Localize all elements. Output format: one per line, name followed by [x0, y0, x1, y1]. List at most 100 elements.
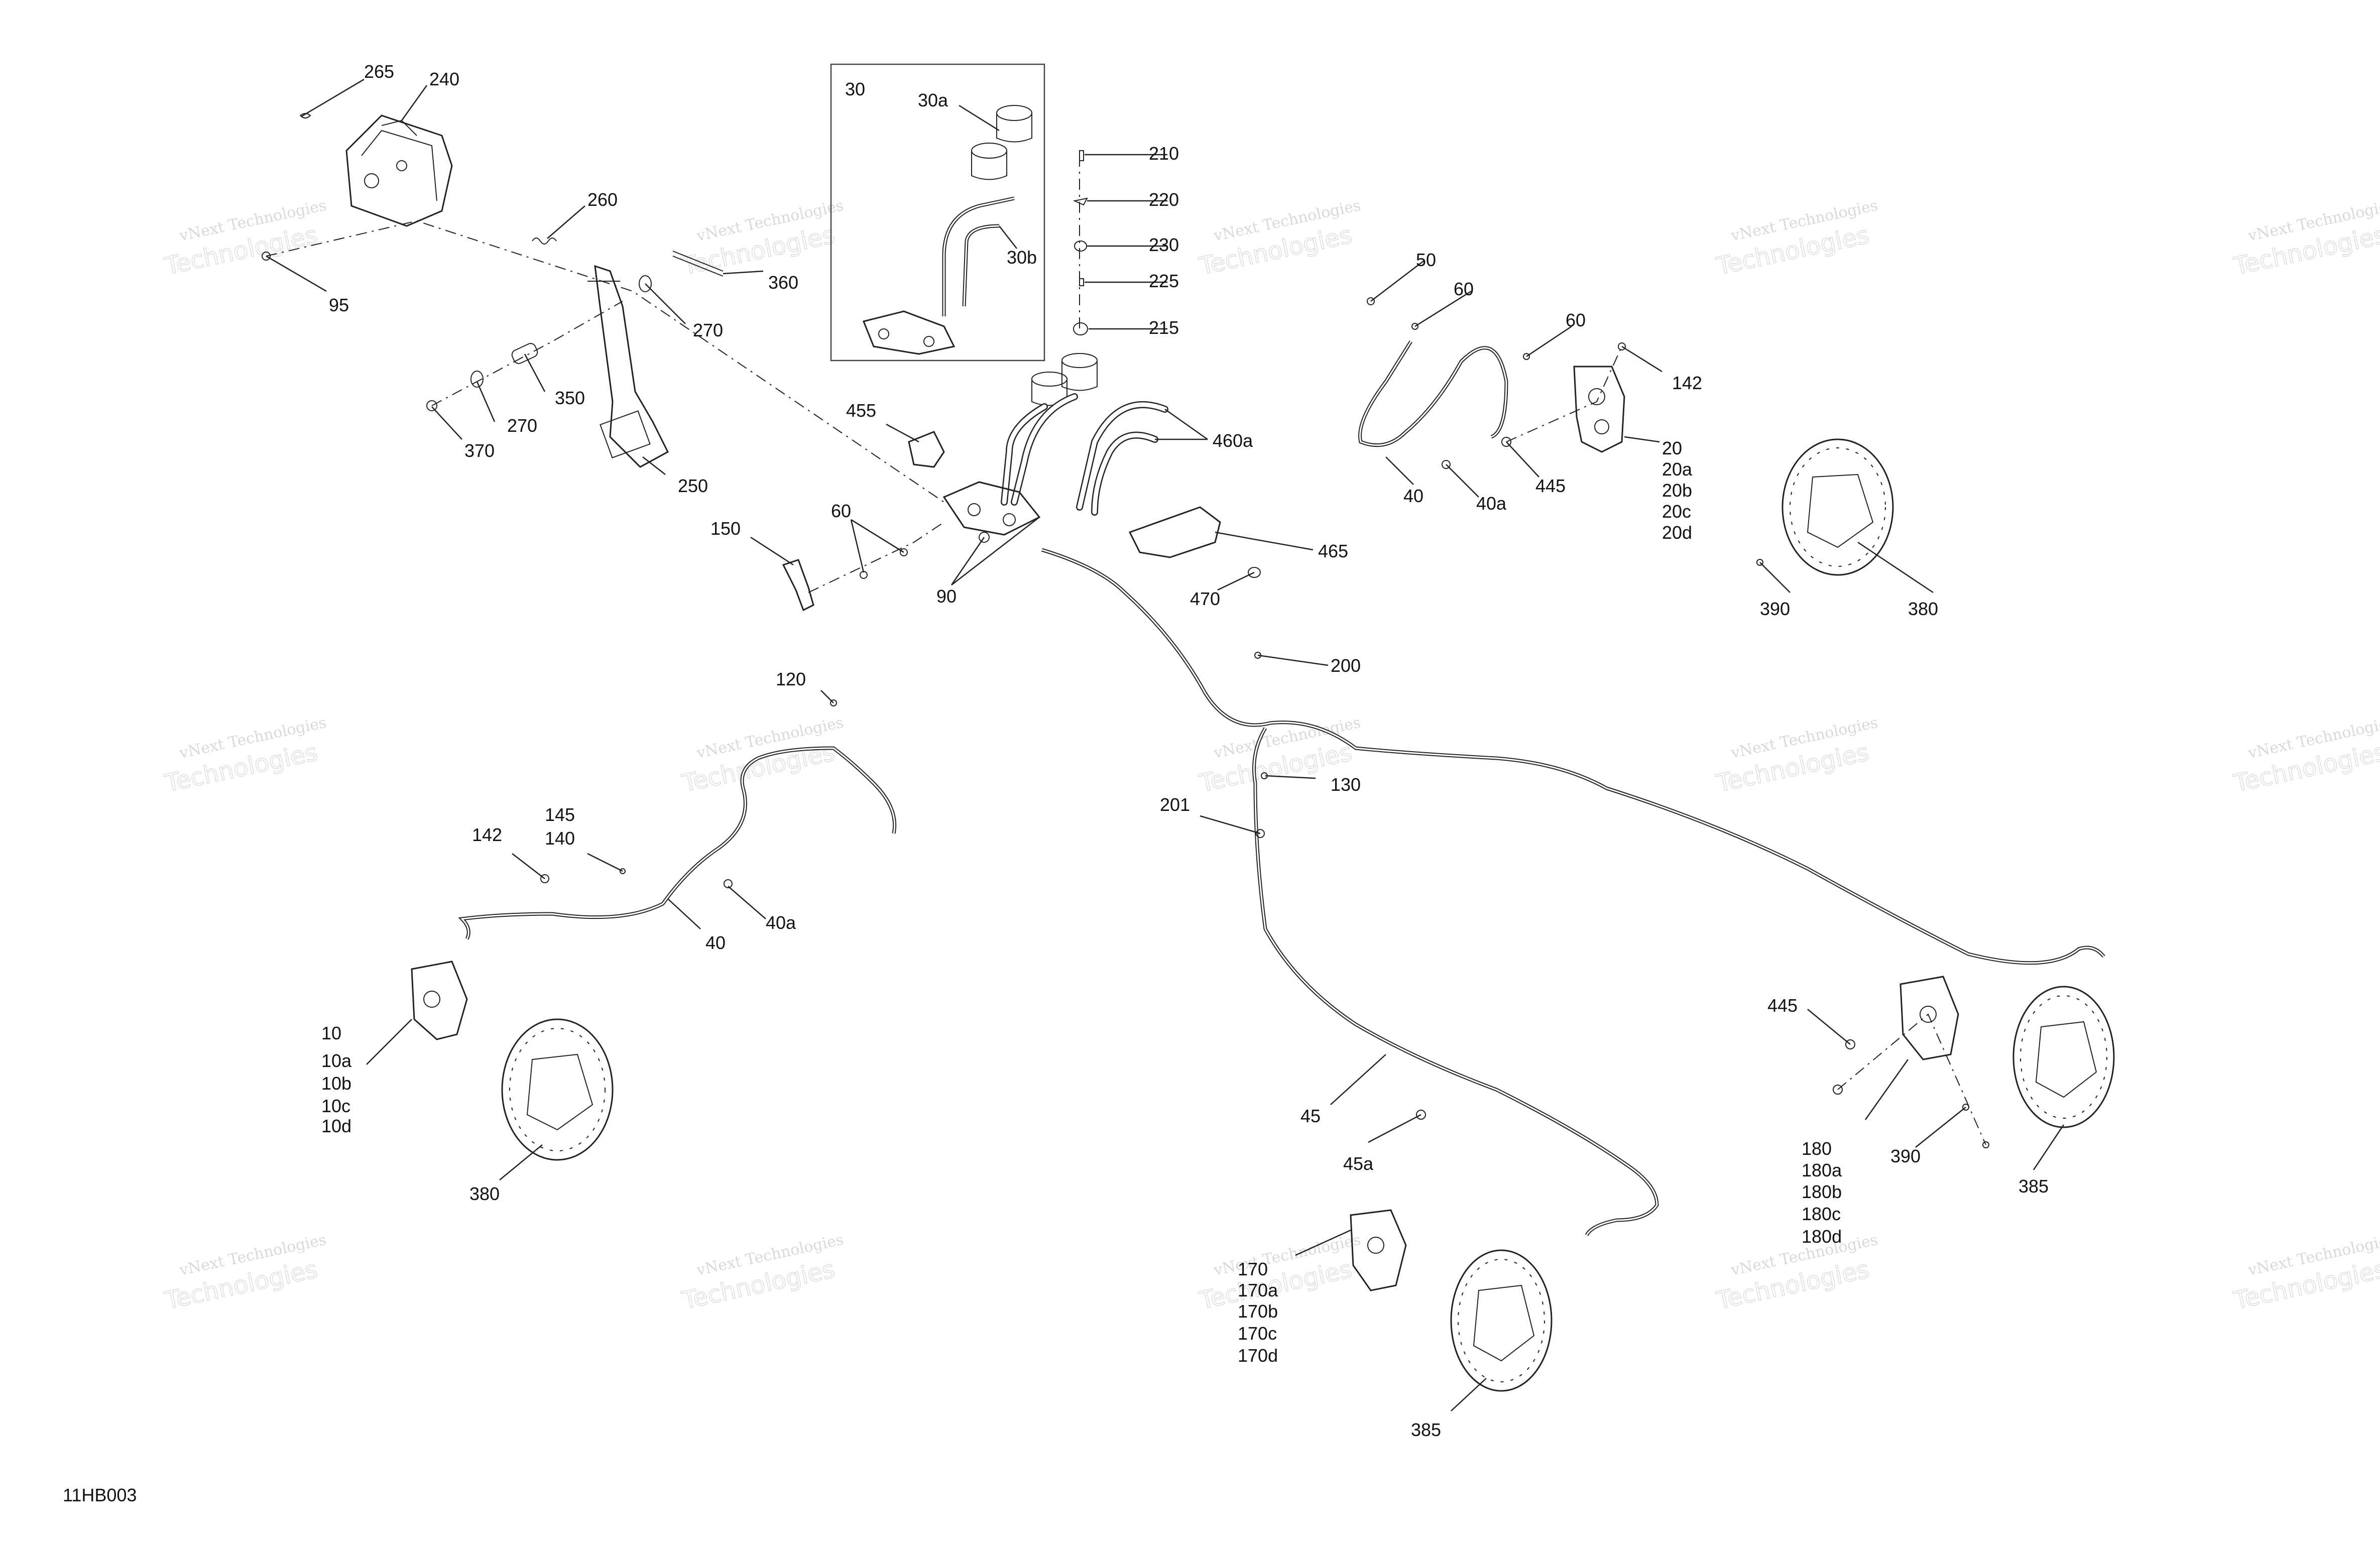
- callout: 370: [464, 440, 495, 461]
- rear-brake-line: [1252, 727, 1659, 1236]
- watermark: vNext Technologies Technologies: [2230, 1231, 2380, 1316]
- callout: 350: [555, 388, 585, 408]
- pedal-bracket: [345, 114, 453, 227]
- watermark: vNext Technologies Technologies: [1713, 714, 1879, 798]
- watermark: vNext Technologies Technologies: [1196, 1231, 1362, 1316]
- callout: 170d: [1238, 1345, 1278, 1366]
- callout: 20a: [1662, 459, 1693, 480]
- inset-box: [830, 63, 1045, 362]
- caliper-axis-rear-right: [1837, 1013, 1986, 1145]
- caliper-rear-170: [1350, 1209, 1407, 1291]
- bolt-95: [262, 252, 271, 261]
- callout: 445: [1767, 995, 1798, 1016]
- callout: 200: [1331, 655, 1361, 676]
- callout: 145: [545, 804, 575, 825]
- disc-385-rear-right: [2012, 986, 2115, 1128]
- watermark: vNext Technologies Technologies: [1713, 197, 1879, 281]
- callout: 380: [469, 1183, 500, 1204]
- callout: 20d: [1662, 522, 1692, 543]
- callout: 250: [678, 476, 708, 496]
- callout: 130: [1331, 774, 1361, 795]
- callout: 40a: [766, 912, 796, 933]
- caliper-front-left-10: [411, 961, 468, 1040]
- callout: 170: [1238, 1259, 1268, 1279]
- callout: 180: [1802, 1138, 1832, 1159]
- callout: 260: [587, 189, 618, 210]
- left-brake-line: [458, 746, 897, 940]
- callout: 240: [429, 69, 459, 89]
- watermark: vNext Technologies Technologies: [679, 1231, 845, 1316]
- callout: 90: [936, 586, 957, 607]
- callout: 230: [1149, 234, 1179, 255]
- main-brake-line: [1041, 548, 2105, 965]
- caliper-axis-right: [1506, 346, 1622, 442]
- pedal-axis-line-2: [431, 301, 623, 406]
- callout: 465: [1318, 541, 1348, 561]
- callout: 170c: [1238, 1323, 1277, 1344]
- callout: 142: [472, 824, 502, 845]
- callout: 170b: [1238, 1301, 1278, 1322]
- callout: 10a: [321, 1050, 352, 1071]
- callout: 385: [2018, 1176, 2049, 1197]
- spring-260: [532, 238, 557, 245]
- callout: 455: [846, 400, 876, 421]
- callout: 220: [1149, 189, 1179, 210]
- leader-lines: [266, 78, 2065, 1411]
- master-cylinder-inset: [862, 310, 956, 355]
- callout: 20: [1662, 438, 1682, 458]
- reservoir-hoses: [1001, 393, 1078, 506]
- callout: 40: [705, 932, 726, 953]
- callout: 150: [710, 518, 741, 539]
- reservoir-pair: [1031, 353, 1098, 406]
- watermark: vNext Technologies Technologies: [162, 714, 328, 798]
- callout: 20b: [1662, 480, 1692, 501]
- hardware: [540, 297, 1989, 1148]
- callout: 45a: [1343, 1153, 1374, 1174]
- washer-470: [1248, 567, 1261, 578]
- callouts: 265 240 260 360 95 270 350 270 370 250 3…: [321, 61, 2049, 1440]
- callout: 270: [693, 320, 723, 340]
- callout: 180c: [1802, 1204, 1841, 1224]
- pin-360: [672, 251, 724, 277]
- callout: 265: [364, 61, 394, 82]
- callout: 142: [1672, 373, 1702, 393]
- caliper-rear-180: [1899, 976, 1959, 1060]
- hose-30b: [942, 196, 1015, 316]
- callout: 30: [845, 79, 865, 99]
- callout: 50: [1416, 250, 1436, 270]
- fittings-column: [1073, 150, 1088, 335]
- watermark: vNext Technologies Technologies: [1196, 197, 1362, 281]
- callout: 10d: [321, 1116, 351, 1136]
- switch-150: [782, 559, 814, 612]
- callout: 385: [1411, 1419, 1441, 1440]
- callout: 10b: [321, 1073, 351, 1094]
- callout: 20c: [1662, 501, 1691, 522]
- diagram-code: 11HB003: [63, 1485, 137, 1505]
- reservoir-30a: [971, 105, 1032, 180]
- front-right-brake-line: [1358, 340, 1508, 447]
- callout: 60: [1566, 310, 1586, 330]
- nut-370: [426, 400, 437, 411]
- callout: 270: [507, 415, 537, 436]
- callout: 445: [1535, 476, 1566, 496]
- callout: 180a: [1802, 1160, 1842, 1180]
- washer-270: [470, 275, 652, 388]
- callout: 180b: [1802, 1181, 1842, 1202]
- callout: 10: [321, 1023, 341, 1043]
- callout: 470: [1190, 588, 1220, 609]
- callout: 10c: [321, 1096, 350, 1116]
- reservoir-hose-460a: [1076, 401, 1168, 516]
- small-bolts-60: [860, 548, 908, 579]
- callout: 30a: [918, 90, 948, 110]
- watermark: vNext Technologies Technologies: [162, 1231, 328, 1316]
- callout: 180d: [1802, 1226, 1842, 1247]
- callout: 140: [545, 828, 575, 849]
- callout: 95: [329, 295, 349, 315]
- brake-pedal: [587, 265, 669, 468]
- callout: 40a: [1476, 493, 1507, 514]
- callout: 40: [1403, 486, 1423, 506]
- disc-380-front-left: [501, 1018, 614, 1161]
- pedal-axis-line: [266, 220, 944, 503]
- callout: 460a: [1213, 430, 1253, 451]
- callout: 30b: [1007, 247, 1037, 268]
